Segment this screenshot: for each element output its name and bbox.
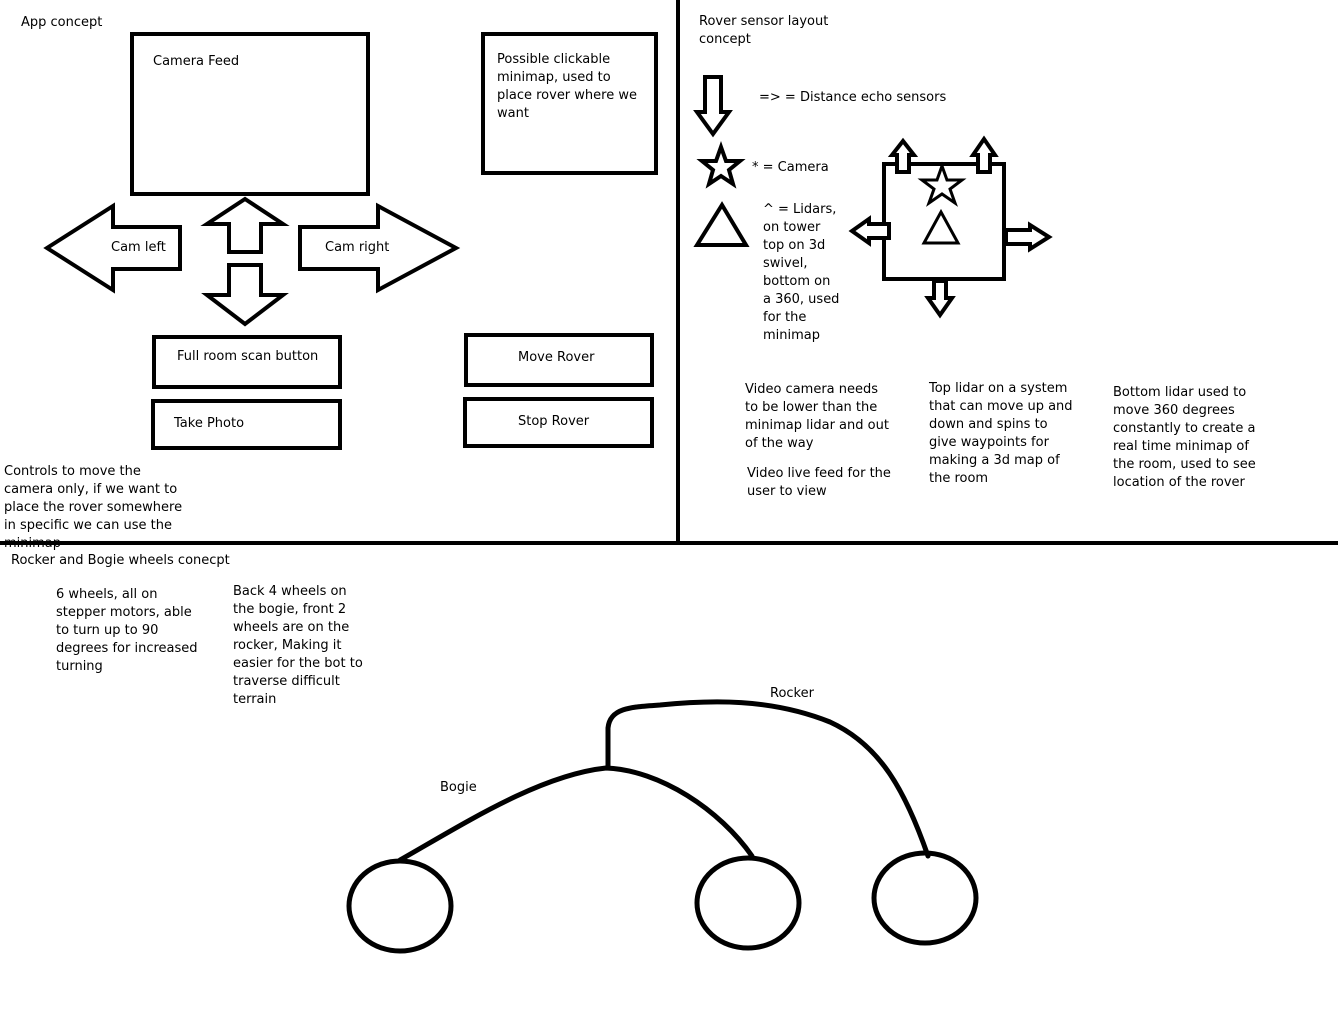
left-echo-sensor-icon [848,215,891,247]
right-echo-sensor-icon [1004,221,1053,253]
cam-left-arrow [43,202,182,294]
rover-camera-star-icon [917,161,967,207]
rear-echo-sensor-icon [924,279,956,319]
back-wheels-note: Back 4 wheels on the bogie, front 2 whee… [233,584,363,707]
cam-right-arrow [298,202,461,294]
rover-body [882,162,1006,281]
wheels-concept-title: Rocker and Bogie wheels conecpt [11,553,230,568]
rear-wheel [346,858,454,954]
move-rover-button[interactable] [464,333,654,387]
take-photo-label[interactable]: Take Photo [174,416,245,431]
take-photo-button[interactable] [151,399,342,450]
six-wheels-note: 6 wheels, all on stepper motors, able to… [56,587,198,674]
bogie-label: Bogie [440,780,477,795]
move-rover-label[interactable]: Move Rover [518,350,595,365]
cam-left-label[interactable]: Cam left [111,240,166,255]
cam-right-label[interactable]: Cam right [325,240,390,255]
top-lidar-note: Top lidar on a system that can move up a… [929,381,1073,486]
full-room-scan-label[interactable]: Full room scan button [177,349,319,364]
front-right-echo-sensor-icon [969,135,999,174]
stop-rover-button[interactable] [463,397,654,448]
video-feed-note: Video live feed for the user to view [747,466,891,499]
front-wheel [871,850,979,946]
camera-feed-box [130,32,370,196]
video-camera-note: Video camera needs to be lower than the … [745,382,889,451]
rover-lidar-triangle-icon [921,208,961,245]
distance-sensor-legend: => = Distance echo sensors [759,90,947,105]
lidar-triangle-icon [693,201,750,247]
controls-note: Controls to move the camera only, if we … [4,464,183,551]
front-left-echo-sensor-icon [887,137,919,174]
bottom-lidar-note: Bottom lidar used to move 360 degrees co… [1113,385,1256,490]
camera-legend: * = Camera [752,160,829,175]
cam-up-arrow [200,196,290,254]
middle-wheel [694,855,802,951]
stop-rover-label[interactable]: Stop Rover [518,414,590,429]
rocker-label: Rocker [770,686,814,701]
camera-feed-label: Camera Feed [153,54,240,69]
minimap-box [481,32,658,175]
full-room-scan-button[interactable] [152,335,342,389]
sensor-layout-title: Rover sensor layout concept [699,14,829,47]
cam-down-arrow [201,263,289,327]
rocker-arm [605,699,931,859]
camera-star-icon [696,141,746,189]
minimap-label: Possible clickable minimap, used to plac… [497,52,637,121]
lidar-legend: ^ = Lidars, on tower top on 3d swivel, b… [763,202,840,343]
app-concept-title: App concept [21,15,103,30]
distance-sensor-legend-icon [693,75,733,138]
